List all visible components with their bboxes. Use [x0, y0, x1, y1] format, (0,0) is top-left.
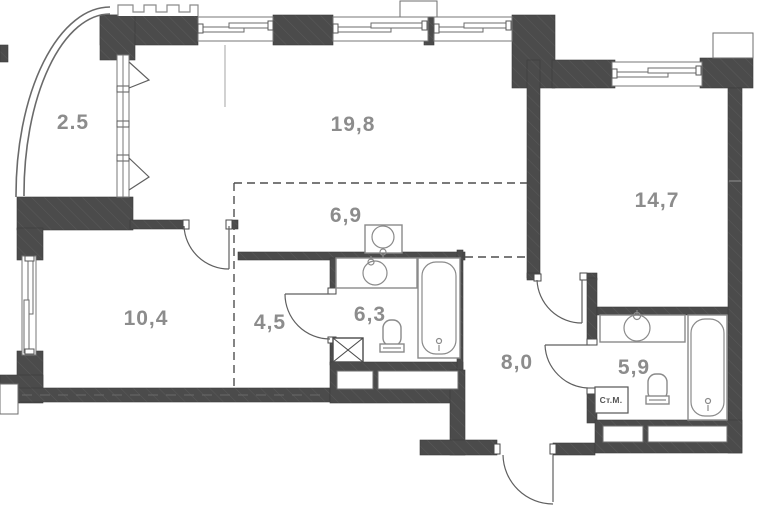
washing-machine — [594, 386, 629, 414]
room-label-balcony: 2.5 — [57, 111, 89, 134]
window-living-2 — [332, 16, 429, 42]
bathroom-2-toilet — [645, 373, 670, 405]
washing-machine-label: Ст.М. — [600, 395, 623, 405]
room-label-living: 19,8 — [331, 113, 376, 136]
entrance-door — [493, 443, 557, 505]
window-room-left — [21, 255, 37, 356]
wall-niches — [336, 370, 728, 443]
door-living-to-room — [182, 219, 233, 270]
room-label-room: 10,4 — [124, 307, 169, 330]
exterior-pier-box-right — [712, 32, 754, 59]
walls — [0, 14, 754, 456]
casement-flap-icon — [128, 61, 151, 89]
room-label-kitchen: 6,9 — [330, 204, 362, 227]
kitchen-sink — [364, 224, 403, 260]
door-hall-to-bathroom-2 — [544, 338, 598, 395]
bathroom-bathtub — [417, 257, 461, 359]
room-label-bathroom: 6,3 — [354, 303, 386, 326]
door-hall-to-bedroom — [533, 272, 588, 324]
exterior-box-bottom-left — [0, 383, 19, 415]
bathroom-2-washbasin — [599, 310, 686, 343]
bathroom-2-bathtub — [687, 314, 728, 421]
bathroom-toilet — [379, 319, 405, 353]
casement-flap-icon — [128, 157, 150, 191]
exterior-pier-box — [399, 0, 438, 18]
room-label-corridor: 4,5 — [254, 311, 286, 334]
kitchen-zone-boundary — [233, 182, 527, 388]
window-bedroom — [611, 61, 703, 87]
window-living-1 — [197, 16, 274, 42]
bathroom-washbasin — [335, 256, 418, 289]
ventilation-shaft — [332, 337, 364, 363]
window-living-3 — [433, 16, 513, 42]
room-label-bedroom: 14,7 — [635, 189, 680, 212]
balcony-glazing-window — [116, 54, 151, 198]
room-label-hallway: 8,0 — [501, 351, 533, 374]
room-label-bathroom2: 5,9 — [618, 356, 650, 379]
radiator-icon — [117, 4, 199, 16]
balcony-curved-wall — [15, 6, 111, 197]
door-corridor-to-bathroom — [284, 287, 337, 344]
